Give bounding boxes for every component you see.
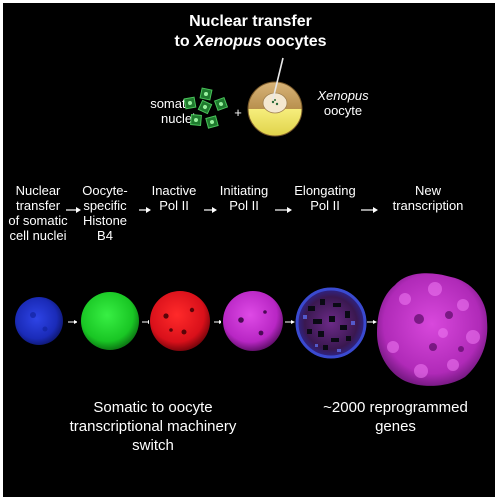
step-arrows xyxy=(66,207,378,213)
arrow-panel-4-5 xyxy=(285,320,295,324)
arrow-step-5-6 xyxy=(361,207,378,213)
nucleus-green xyxy=(77,287,141,357)
figure-title-line-2: to Xenopus oocytes xyxy=(174,33,327,50)
somatic-nuclei-cluster xyxy=(183,87,229,129)
nucleus-red xyxy=(149,287,217,357)
nucleus-magenta xyxy=(221,287,289,357)
arrow-panel-1-2 xyxy=(68,320,78,324)
figure-graphics xyxy=(9,57,488,386)
somatic-nuclei-label: somatic nuclei xyxy=(150,96,195,126)
arrow-step-2-3 xyxy=(139,207,151,213)
arrow-panel-5-6 xyxy=(367,320,377,324)
arrow-step-1-2 xyxy=(66,207,81,213)
figure-panel: Nuclear transfer to Xenopus oocytes soma… xyxy=(3,3,495,497)
figure-title-line-1: Nuclear transfer xyxy=(189,13,312,30)
nucleus-blue xyxy=(9,287,67,357)
nucleus-new-transcription xyxy=(377,273,488,386)
arrow-step-3-4 xyxy=(204,207,217,213)
plus-sign: + xyxy=(234,105,242,120)
xenopus-oocyte-illustration xyxy=(247,57,303,137)
arrow-step-4-5 xyxy=(275,207,292,213)
xenopus-oocyte-label: Xenopus oocyte xyxy=(317,88,369,118)
nucleus-elongating xyxy=(295,287,367,359)
